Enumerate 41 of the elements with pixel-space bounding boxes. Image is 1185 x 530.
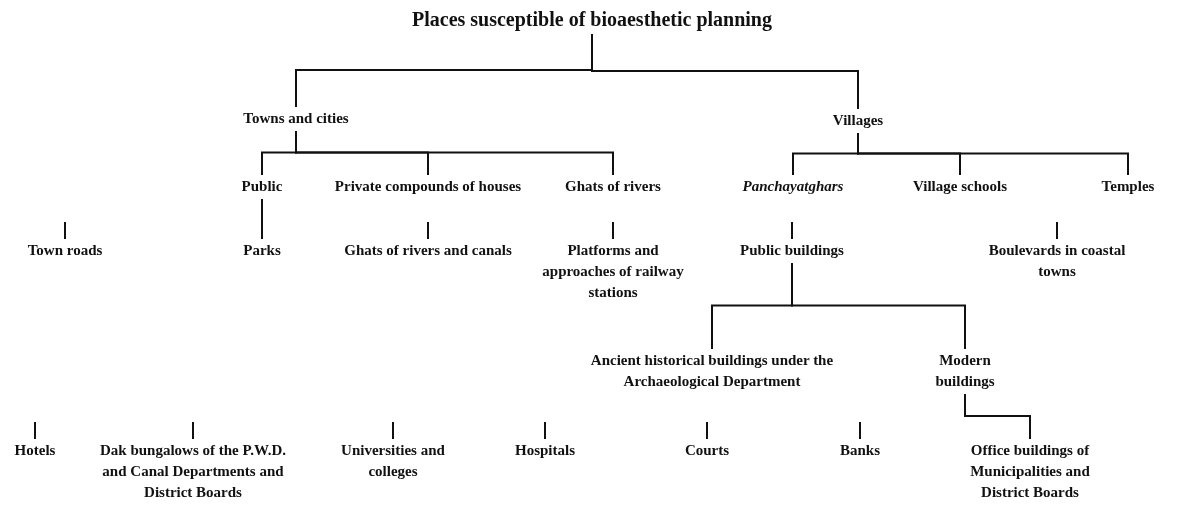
node-label: Platforms and approaches of railway stations — [541, 241, 685, 302]
tree-connector — [591, 33, 859, 110]
stub-line — [1056, 221, 1058, 240]
node-label: Boulevards in coastal towns — [987, 241, 1127, 281]
node-label: Temples — [1101, 177, 1155, 196]
node-label: Villages — [832, 111, 884, 130]
node-label: Public — [241, 177, 283, 196]
node-label: Hospitals — [515, 441, 575, 460]
tree-connector — [261, 198, 263, 240]
stub-line — [706, 421, 708, 440]
node-label: Office buildings of Municipalities and District Boards — [969, 441, 1091, 502]
node-label: Parks — [243, 241, 281, 260]
node-label: Banks — [840, 441, 880, 460]
stub-line — [392, 421, 394, 440]
node-label: Private compounds of houses — [334, 177, 522, 196]
node-label: Ancient historical buildings under the Archaeological Department — [589, 351, 835, 391]
node-label: Universities and colleges — [340, 441, 446, 481]
node-label: Modern buildings — [934, 351, 996, 391]
title-text: Places susceptible of bioaesthetic planning — [412, 7, 772, 32]
tree-connector — [295, 130, 614, 176]
node-label: Towns and cities — [243, 109, 349, 128]
tree-connector — [857, 132, 1129, 176]
tree-connector — [791, 262, 966, 350]
node-label: Ghats of rivers — [565, 177, 661, 196]
stub-line — [544, 421, 546, 440]
node-label: Dak bungalows of the P.W.D. and Canal Departments and District Boards — [99, 441, 287, 502]
stub-line — [34, 421, 36, 440]
stub-line — [192, 421, 194, 440]
stub-line — [64, 221, 66, 240]
node-label: Public buildings — [740, 241, 844, 260]
node-label: Ghats of rivers and canals — [344, 241, 512, 260]
stub-line — [612, 221, 614, 240]
tree-connector — [964, 393, 1031, 440]
stub-line — [427, 221, 429, 240]
node-label: Panchayatghars — [742, 177, 844, 196]
stub-line — [791, 221, 793, 240]
node-label: Village schools — [913, 177, 1007, 196]
node-label: Hotels — [14, 441, 56, 460]
node-label: Town roads — [27, 241, 103, 260]
stub-line — [859, 421, 861, 440]
node-label: Courts — [684, 441, 730, 460]
